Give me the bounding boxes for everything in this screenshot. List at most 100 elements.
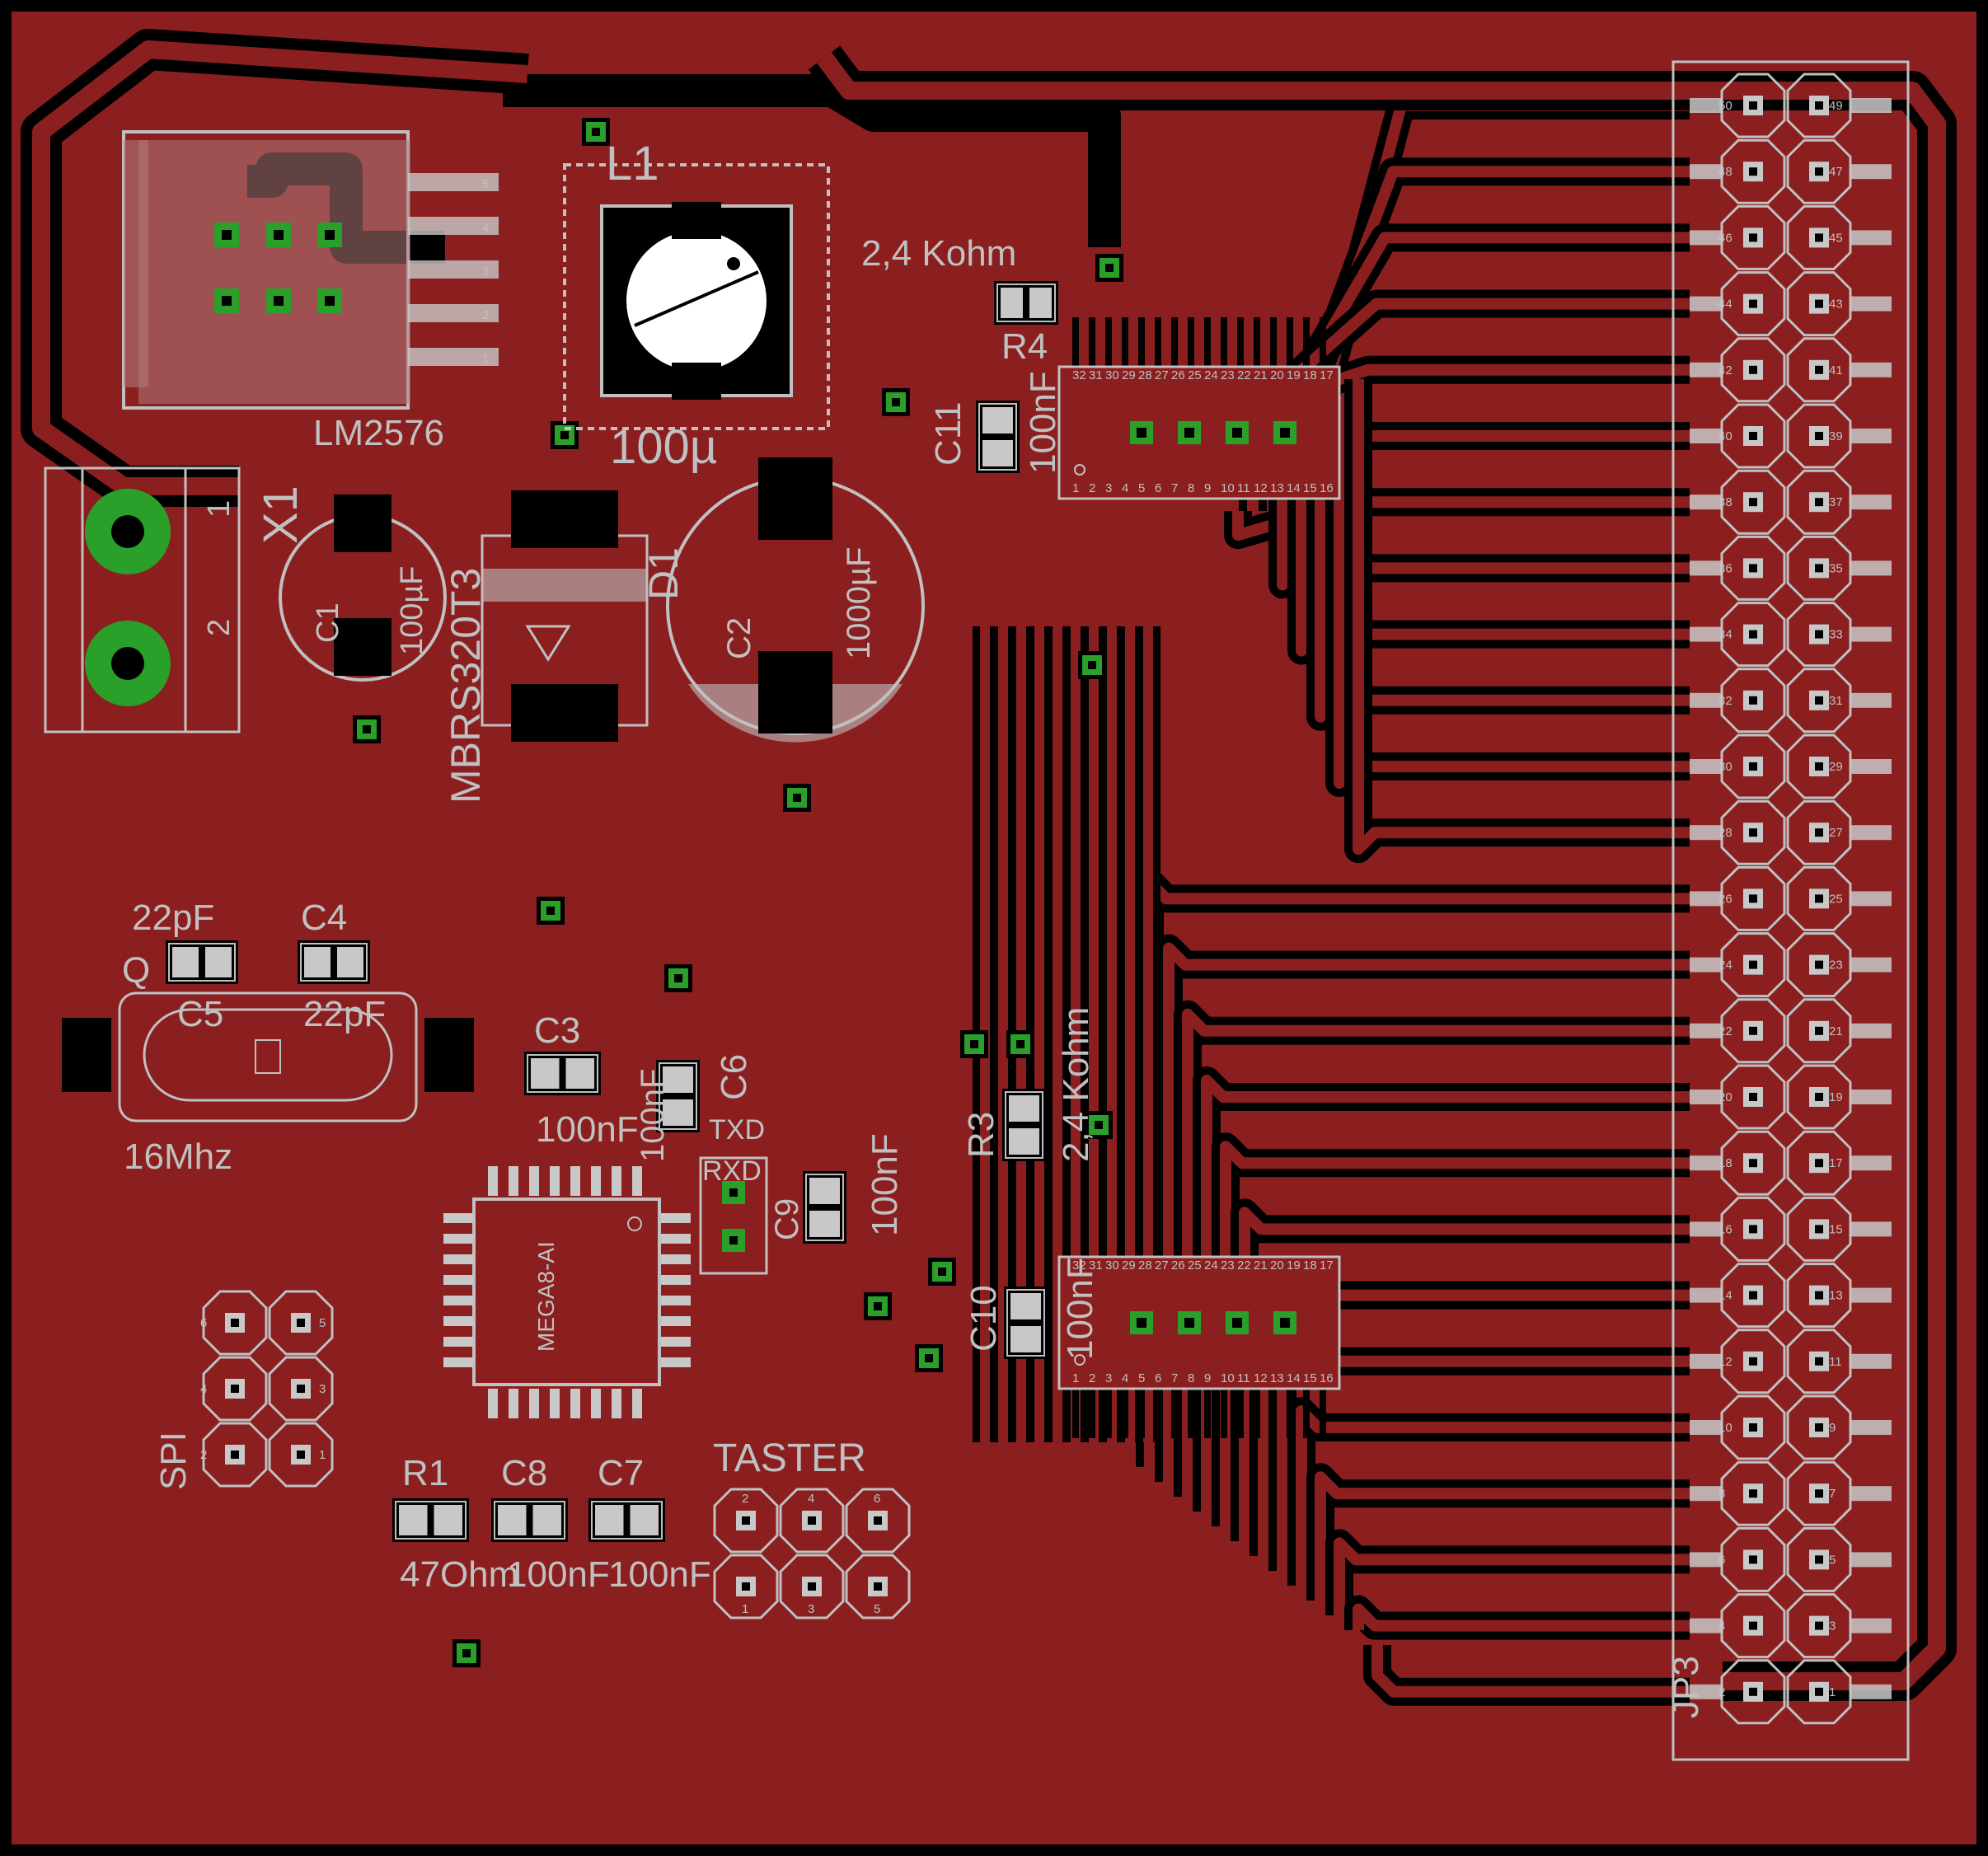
label-mbrs: MBRS320T3 [443, 568, 489, 804]
label-x1: X1 [254, 485, 307, 544]
jp3-smd-finger [1690, 1155, 1723, 1171]
taster-pin-outline [713, 1554, 779, 1619]
mcu-pin [443, 1337, 473, 1347]
smd-pad [1009, 1095, 1039, 1122]
chip-pin-label: 17 [1320, 1258, 1334, 1272]
jp3-smd-finger [1690, 1552, 1723, 1568]
inductor-l1 [563, 163, 830, 430]
taster-pad-hole [742, 1582, 750, 1591]
jp3-pin-outline [1786, 1263, 1852, 1329]
jp3-pin-outline [1786, 403, 1852, 469]
jp3-smd-finger [1850, 230, 1892, 246]
regulator-via-hole [325, 230, 335, 240]
jp3-pad-hole [1815, 299, 1823, 308]
jp3-pad-hole [1749, 498, 1757, 507]
label-c4: C4 [301, 898, 347, 938]
chip-pin-label: 5 [1138, 481, 1145, 495]
via-hole [970, 1040, 978, 1048]
chip-pin-label: 13 [1270, 1371, 1284, 1385]
jp3-pad-hole [1815, 828, 1823, 837]
label-c2: C2 [721, 617, 757, 659]
label-x1-pin1: 1 [202, 500, 237, 518]
via-hole [363, 725, 371, 733]
taster-pad-hole [874, 1516, 882, 1525]
uart-jumper [699, 1156, 768, 1275]
label-r1-value: 47Ohm [400, 1554, 518, 1595]
label-c1: C1 [311, 602, 345, 643]
jp3-pin-outline [1786, 1394, 1852, 1460]
smd-pad [982, 407, 1013, 434]
mcu-pin [591, 1389, 601, 1418]
chip-pin-label: 26 [1171, 368, 1185, 382]
label-taster: TASTER [713, 1437, 866, 1480]
smd-pad [663, 1066, 693, 1093]
chip-pin-label: 31 [1089, 1258, 1103, 1272]
jp3-pad-hole [1749, 960, 1757, 969]
jp3-pad-hole [1815, 1159, 1823, 1168]
spi-pad-hole [297, 1451, 305, 1459]
jp3-pad-hole [1815, 1026, 1823, 1035]
label-c6: C6 [714, 1054, 754, 1100]
mcu-pin [509, 1166, 518, 1196]
mcu-pin [443, 1254, 473, 1264]
jp3-pin-number: 13 [1829, 1289, 1843, 1303]
jp3-pad-hole [1749, 1159, 1757, 1168]
label-rxd: RXD [702, 1155, 762, 1187]
jp3-smd-finger [1690, 626, 1723, 642]
regulator-pin-number: 4 [482, 221, 489, 235]
taster-pin-outline [845, 1554, 911, 1619]
jp3-smd-finger [1850, 1684, 1892, 1699]
label-r3: R3 [961, 1112, 1001, 1158]
jp3-smd-finger [1690, 494, 1723, 510]
jp3-pin-number: 47 [1829, 165, 1843, 179]
jp3-smd-finger [1690, 1618, 1723, 1633]
smd-pad [399, 1505, 428, 1535]
jp3-pad-hole [1815, 1093, 1823, 1101]
label-c9: C9 [769, 1198, 805, 1240]
jp3-pin-outline [1786, 138, 1852, 204]
jp3-smd-finger [1690, 1684, 1723, 1699]
chip-pin-label: 18 [1303, 1258, 1317, 1272]
mcu-mega8 [443, 1166, 691, 1418]
jp3-pad-hole [1749, 365, 1757, 374]
smd-pad [663, 1099, 693, 1126]
jp3-smd-finger [1850, 429, 1892, 443]
via-hole [925, 1354, 933, 1362]
jp3-smd-finger [1850, 1420, 1892, 1435]
smd-pad [304, 947, 331, 977]
jp3-smd-finger [1690, 98, 1723, 113]
jp3-smd-finger [1690, 759, 1723, 774]
spi-pad-hole [231, 1451, 239, 1459]
chip-pin-label: 28 [1138, 1258, 1152, 1272]
spi-pin-number: 4 [200, 1382, 207, 1396]
spi-pin-number: 2 [200, 1448, 207, 1462]
chip-pin-label: 12 [1254, 1371, 1268, 1385]
taster-pad-hole [808, 1582, 816, 1591]
label-x1-pin2: 2 [202, 619, 237, 636]
jp3-pad-hole [1749, 828, 1757, 837]
chip-pin-label: 10 [1221, 481, 1235, 495]
regulator-via-hole [222, 296, 232, 306]
mcu-pin [443, 1316, 473, 1326]
regulator-via-hole [222, 230, 232, 240]
jp3-pad-hole [1749, 1489, 1757, 1498]
taster-pin-number: 5 [874, 1602, 880, 1616]
mcu-pin [661, 1213, 691, 1223]
chip-pin-label: 2 [1089, 481, 1095, 495]
spi-pin-number: 6 [200, 1316, 207, 1330]
jp3-smd-finger [1850, 296, 1892, 312]
label-jp3: JP3 [1666, 1656, 1706, 1718]
smd-body [659, 1062, 697, 1130]
jp3-smd-finger [1850, 164, 1892, 180]
via-hole [462, 1649, 471, 1657]
jp3-smd-finger [1690, 957, 1723, 973]
smd-pad [1010, 1293, 1041, 1319]
via-hole [938, 1268, 946, 1276]
jp3-pin-number: 21 [1829, 1024, 1843, 1038]
via-hole [1016, 1040, 1024, 1048]
chip-pin-label: 10 [1221, 1371, 1235, 1385]
smd-pad [498, 1505, 527, 1535]
jp3-smd-finger [1690, 362, 1723, 377]
via-hole [892, 398, 900, 406]
jp3-pad-hole [1815, 1423, 1823, 1432]
